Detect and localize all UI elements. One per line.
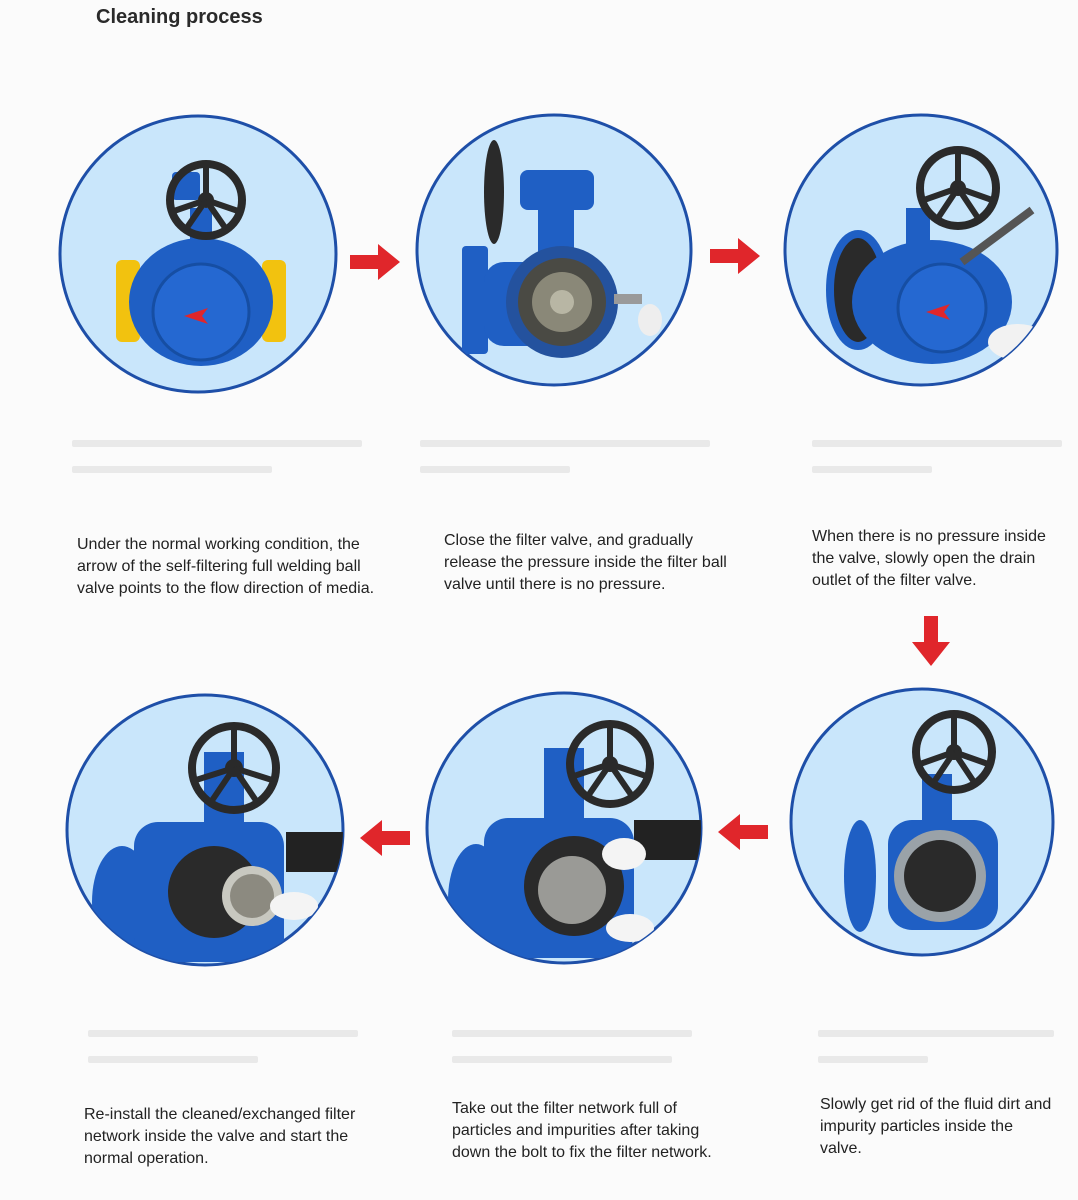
decorative-ghost-text <box>72 466 272 473</box>
step-3-caption: When there is no pressure inside the val… <box>812 528 1046 589</box>
decorative-ghost-text <box>452 1056 672 1063</box>
step-1-image <box>58 114 338 394</box>
step-5-image <box>425 691 703 965</box>
red-arrow-icon <box>350 244 400 280</box>
decorative-ghost-text <box>88 1030 358 1037</box>
decorative-ghost-text <box>812 466 932 473</box>
decorative-ghost-text <box>812 440 1062 447</box>
red-arrow-icon <box>710 238 760 274</box>
red-arrow-icon <box>718 814 768 850</box>
step-1-caption: Under the normal working condition, the … <box>77 536 375 597</box>
step-6-image <box>65 693 345 967</box>
step-3-image <box>783 113 1059 387</box>
step-4-caption: Slowly get rid of the fluid dirt and imp… <box>820 1096 1052 1157</box>
decorative-ghost-text <box>818 1030 1054 1037</box>
decorative-ghost-text <box>88 1056 258 1063</box>
decorative-ghost-text <box>452 1030 692 1037</box>
step-4-image <box>789 687 1055 957</box>
red-arrow-icon <box>912 616 950 666</box>
decorative-ghost-text <box>420 466 570 473</box>
step-5-caption: Take out the filter network full of part… <box>452 1100 712 1161</box>
decorative-ghost-text <box>818 1056 928 1063</box>
red-arrow-icon <box>360 820 410 856</box>
step-6-caption: Re-install the cleaned/exchanged filter … <box>84 1106 356 1167</box>
decorative-ghost-text <box>420 440 710 447</box>
step-2-caption: Close the filter valve, and gradually re… <box>444 532 727 593</box>
decorative-ghost-text <box>72 440 362 447</box>
page-title: Cleaning process <box>96 6 263 28</box>
step-2-image <box>415 113 693 387</box>
